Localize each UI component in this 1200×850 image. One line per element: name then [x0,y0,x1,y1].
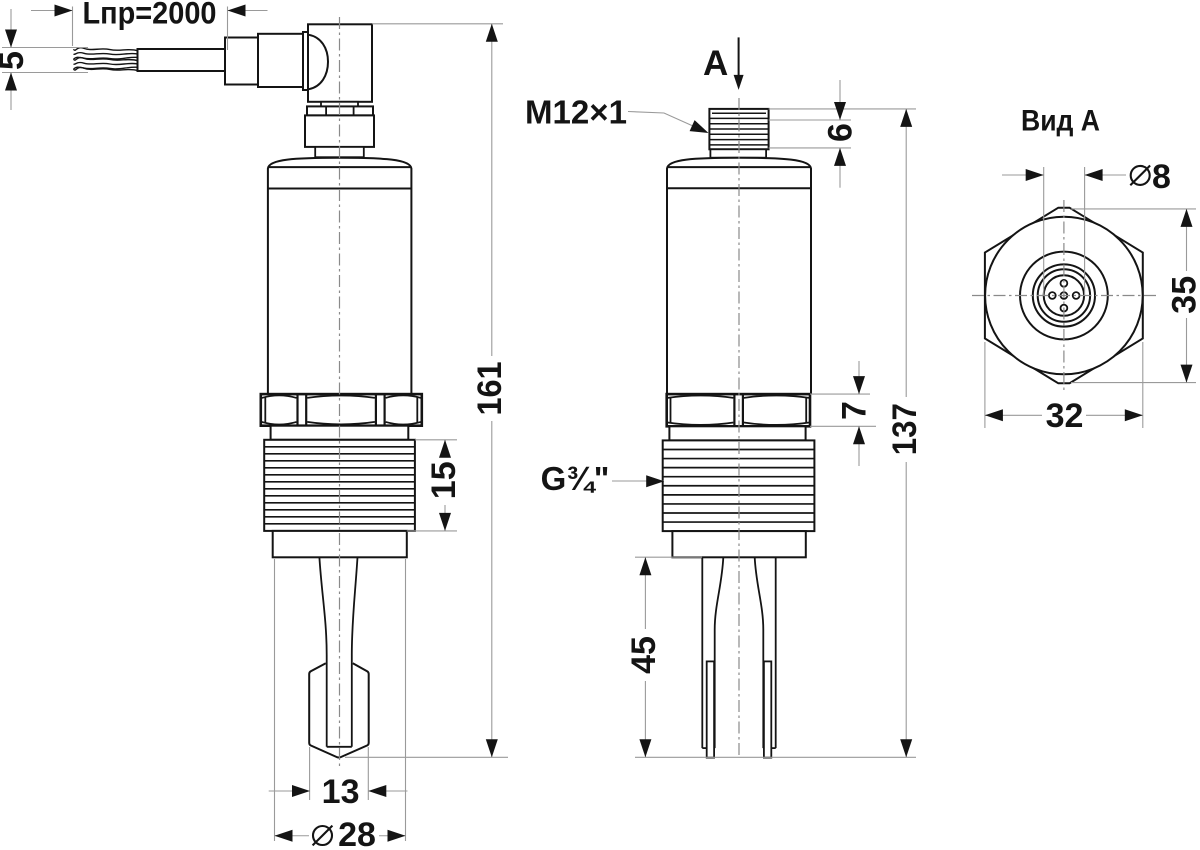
svg-text:G¾": G¾" [541,460,610,497]
svg-text:5: 5 [0,51,31,70]
svg-text:6: 6 [822,123,860,142]
svg-text:M12×1: M12×1 [525,93,627,130]
svg-text:Lпр=2000: Lпр=2000 [83,0,217,30]
svg-text:35: 35 [1166,276,1200,314]
svg-text:45: 45 [625,636,663,674]
svg-text:13: 13 [322,773,360,811]
svg-text:32: 32 [1046,397,1084,435]
svg-text:137: 137 [886,403,924,455]
svg-text:7: 7 [836,401,874,420]
svg-text:15: 15 [425,461,463,499]
svg-text:Вид А: Вид А [1021,105,1100,138]
svg-text:28: 28 [338,816,376,850]
svg-text:161: 161 [471,361,509,415]
svg-text:A: A [703,44,728,83]
svg-text:8: 8 [1152,158,1171,196]
